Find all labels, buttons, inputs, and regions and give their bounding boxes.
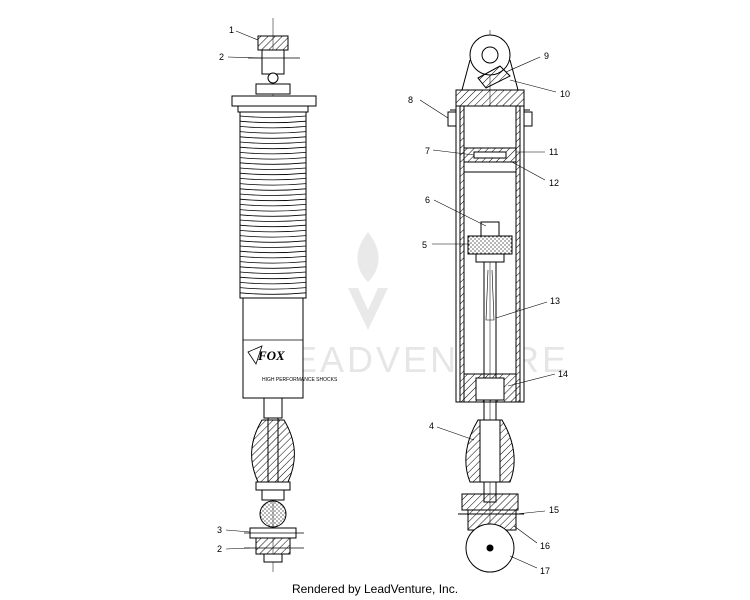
callout-2-top: 2 bbox=[219, 52, 224, 62]
spring-coil bbox=[239, 224, 307, 228]
spring-coil bbox=[239, 282, 307, 285]
spring-coil bbox=[239, 141, 307, 144]
spring-coil bbox=[239, 266, 307, 269]
callout-3: 3 bbox=[217, 525, 222, 535]
callout-16: 16 bbox=[540, 541, 550, 551]
callout-7: 7 bbox=[425, 146, 430, 156]
spring-coil bbox=[239, 198, 307, 202]
spring-coil bbox=[239, 193, 307, 196]
brand-logo: FOX bbox=[247, 345, 285, 365]
callout-15: 15 bbox=[549, 505, 559, 515]
left-callouts bbox=[225, 30, 263, 550]
spring-coil bbox=[239, 235, 307, 238]
spring-coil bbox=[239, 287, 307, 290]
piston-nut bbox=[480, 221, 500, 237]
spring-coil bbox=[239, 214, 307, 217]
spring-coil bbox=[239, 146, 307, 150]
spring-coil bbox=[239, 167, 307, 170]
spring-coil bbox=[239, 162, 307, 165]
spring-coil bbox=[239, 152, 307, 155]
callout-4: 4 bbox=[429, 421, 434, 431]
spring-coil bbox=[239, 188, 307, 191]
callout-12: 12 bbox=[549, 178, 559, 188]
brand-logo-text: FOX bbox=[257, 348, 285, 363]
spring-coil bbox=[239, 157, 307, 160]
callout-14: 14 bbox=[558, 369, 568, 379]
watermark-logo-icon bbox=[348, 232, 388, 330]
spring-coil bbox=[239, 172, 307, 176]
right-shock bbox=[447, 30, 533, 573]
callout-6: 6 bbox=[425, 195, 430, 205]
shock-absorber-diagram: LEADVENTURE FOX HIGH PERFORMANCE SHOCKS bbox=[217, 18, 570, 576]
callout-9: 9 bbox=[544, 51, 549, 61]
right-callout-leaders bbox=[419, 56, 557, 569]
lower-eye-ball-joint bbox=[259, 500, 287, 528]
reservoir-valve bbox=[477, 65, 511, 89]
callout-2-bottom: 2 bbox=[217, 544, 222, 554]
spring-coil bbox=[239, 245, 307, 248]
callout-13: 13 bbox=[550, 296, 560, 306]
callout-5: 5 bbox=[422, 240, 427, 250]
spring-coil bbox=[239, 131, 307, 134]
callout-8: 8 bbox=[408, 95, 413, 105]
shock-body bbox=[242, 297, 304, 399]
spring-coil bbox=[239, 256, 307, 259]
spring-coil bbox=[239, 115, 307, 118]
spring-coil bbox=[239, 271, 307, 274]
spring-coil bbox=[239, 204, 307, 207]
spring-coils bbox=[239, 115, 307, 295]
callout-10: 10 bbox=[560, 89, 570, 99]
brand-tagline: HIGH PERFORMANCE SHOCKS bbox=[262, 377, 338, 383]
callout-17: 17 bbox=[540, 566, 550, 576]
spring-coil bbox=[239, 120, 307, 124]
bump-stop bbox=[251, 419, 295, 483]
spring-coil bbox=[239, 126, 307, 129]
spring-coil bbox=[239, 136, 307, 139]
piston bbox=[467, 235, 513, 255]
spring-coil bbox=[239, 209, 307, 212]
spring-coil bbox=[239, 292, 307, 295]
spring-coil bbox=[239, 230, 307, 233]
spring-coil bbox=[239, 261, 307, 264]
spring-coil bbox=[239, 250, 307, 254]
callout-11: 11 bbox=[549, 147, 558, 157]
caption: Rendered by LeadVenture, Inc. bbox=[291, 582, 459, 596]
spring-coil bbox=[239, 276, 307, 280]
spring-coil bbox=[239, 178, 307, 181]
spring-coil bbox=[239, 219, 307, 222]
spring-coil bbox=[239, 183, 307, 186]
top-bushing bbox=[257, 35, 289, 51]
spring-coil bbox=[239, 240, 307, 243]
left-shock: FOX HIGH PERFORMANCE SHOCKS bbox=[231, 18, 338, 572]
upper-spring-seat bbox=[231, 95, 317, 107]
callout-1: 1 bbox=[229, 25, 234, 35]
